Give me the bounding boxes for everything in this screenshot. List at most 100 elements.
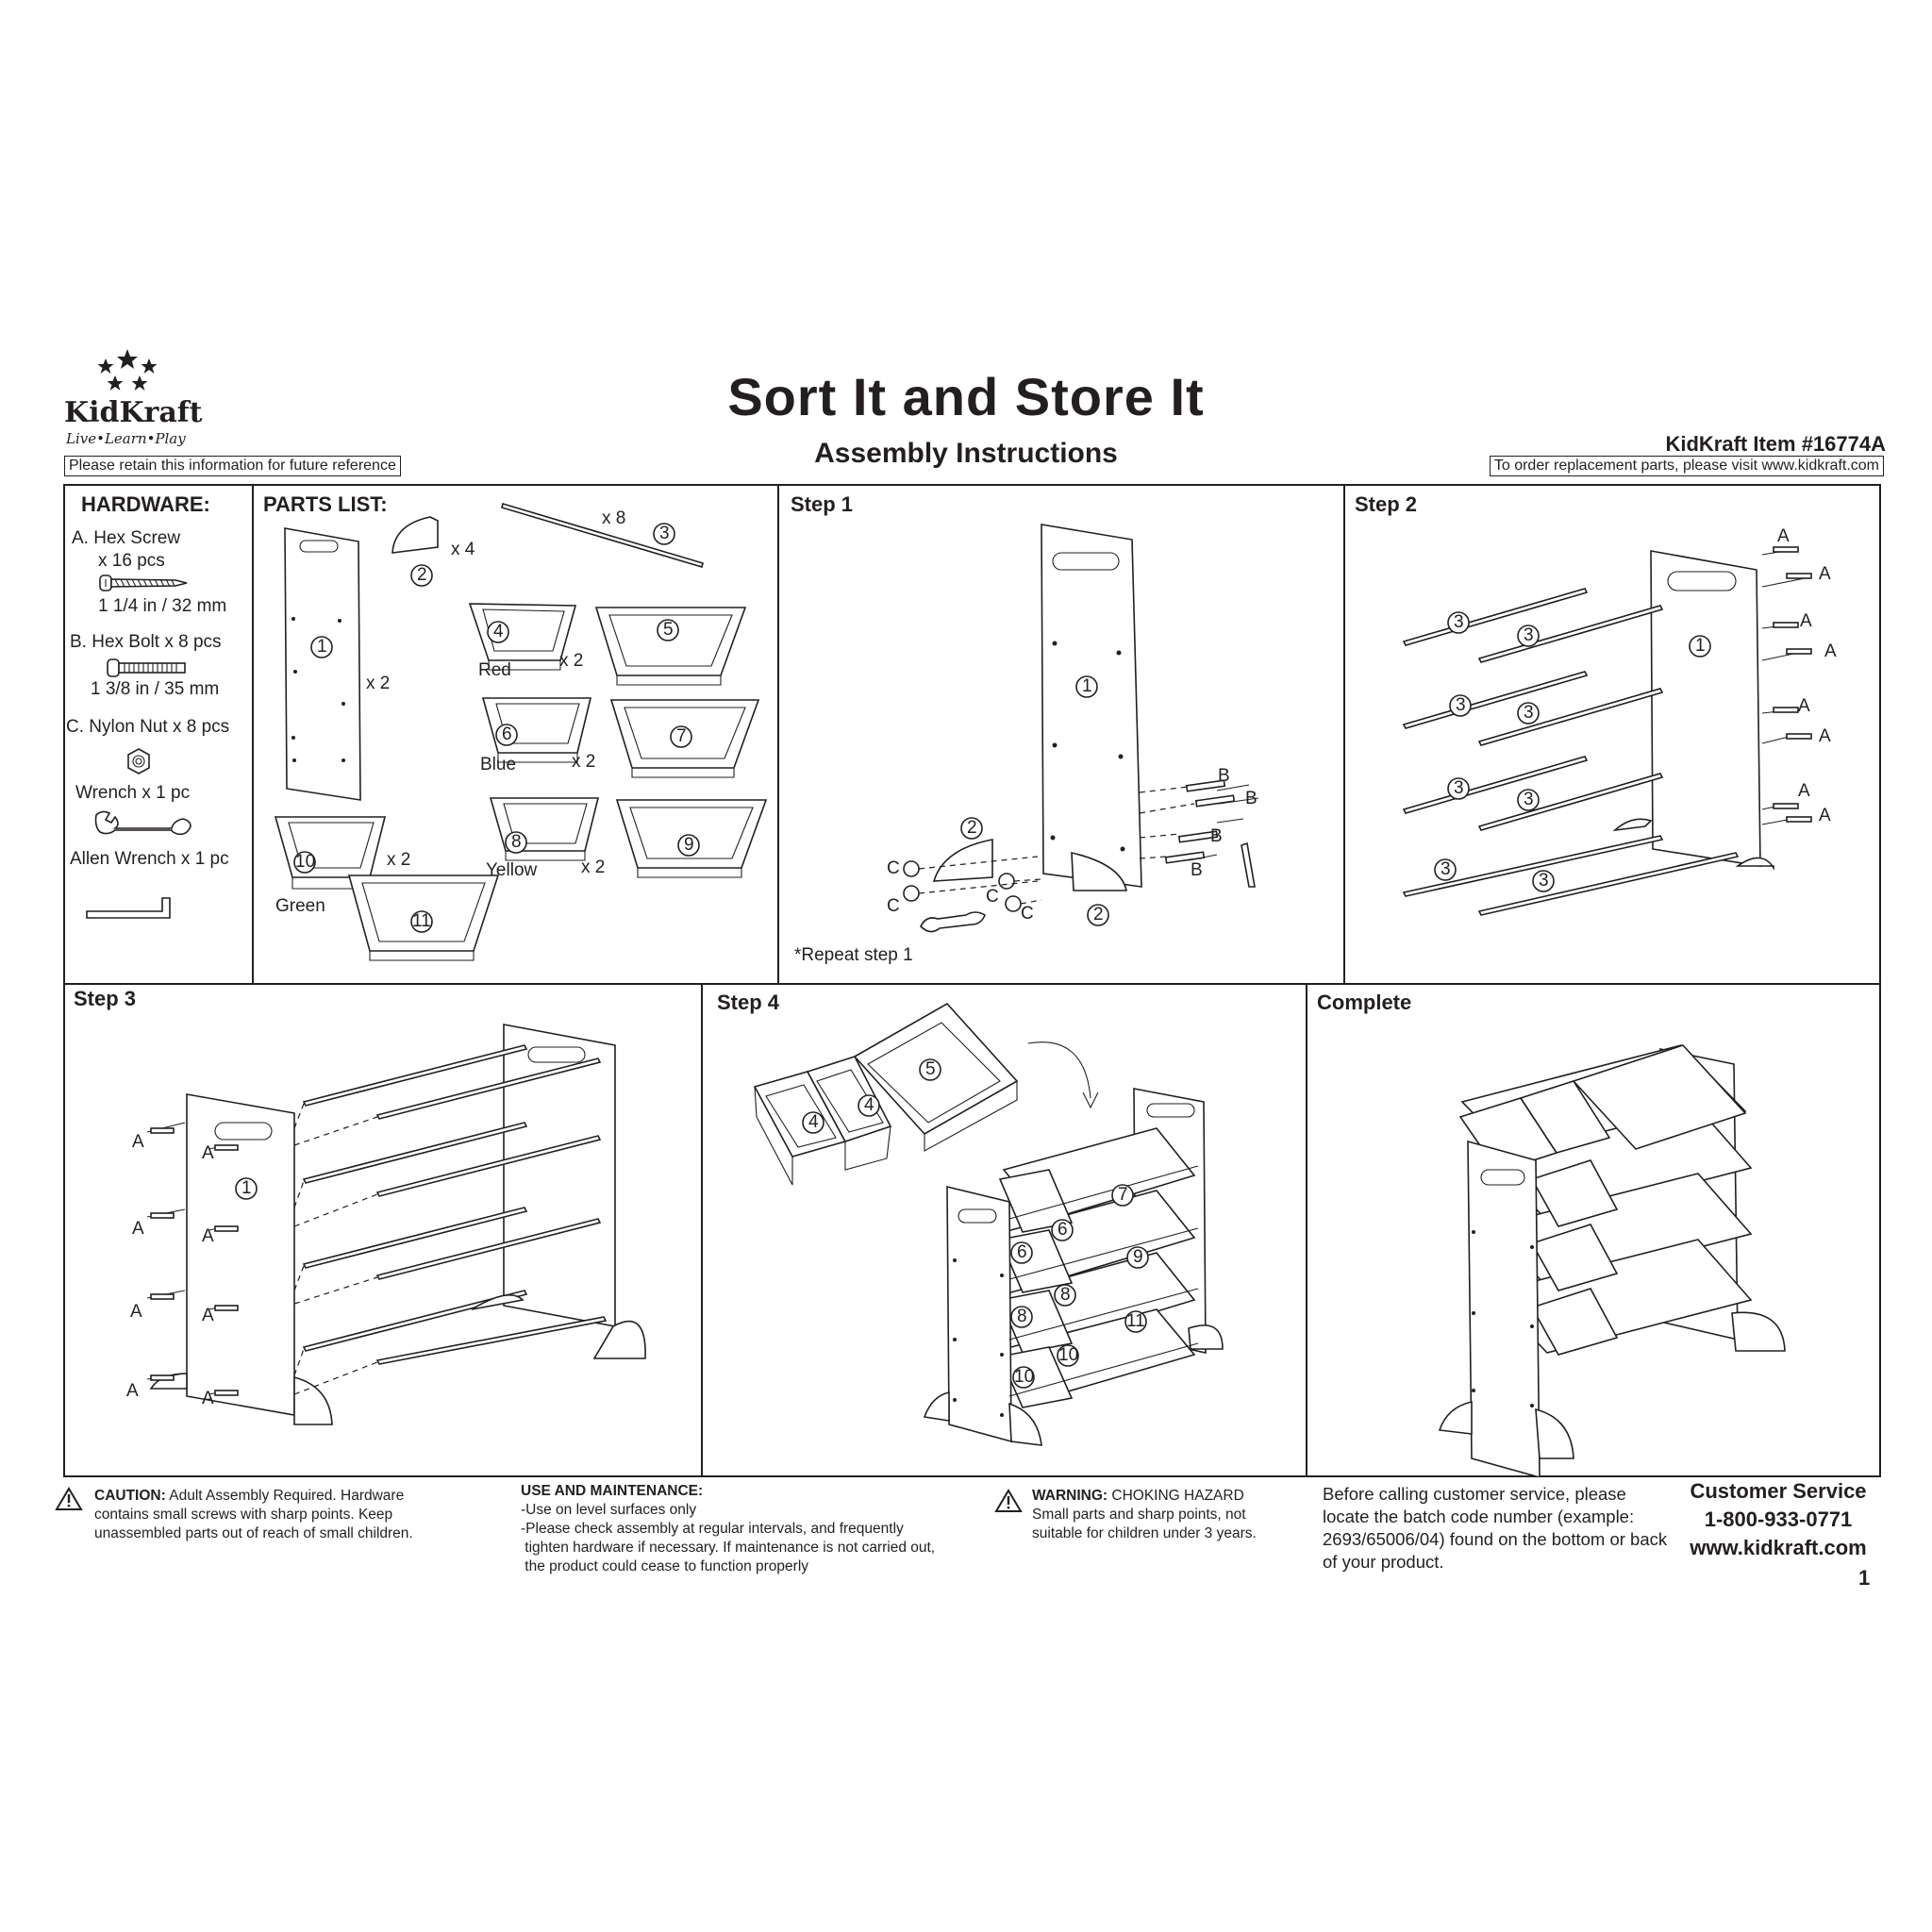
side-panel-part — [284, 527, 361, 801]
step3-a7: A — [126, 1381, 139, 1401]
item-number: KidKraft Item #16774A — [1665, 432, 1886, 456]
qty-panel: x 2 — [366, 674, 391, 693]
step2-panel: 1 — [1695, 636, 1706, 656]
step-2-heading: Step 2 — [1355, 492, 1418, 516]
step4-bin-5: 5 — [925, 1059, 936, 1079]
step2-rod-5: 3 — [1454, 778, 1464, 798]
bin-5-part — [594, 607, 747, 686]
step4-bin-6a: 6 — [1058, 1220, 1068, 1240]
step2-a1: A — [1777, 526, 1790, 546]
warning-body: Small parts and sharp points, not suitab… — [1032, 1507, 1257, 1541]
step3-a6: A — [202, 1306, 214, 1325]
step3-a4: A — [202, 1226, 214, 1246]
step1-b3: B — [1210, 826, 1223, 846]
part-number-11: 11 — [412, 911, 431, 931]
use-maintenance: USE AND MAINTENANCE: -Use on level surfa… — [521, 1482, 992, 1576]
floating-bins — [753, 1002, 1019, 1186]
page-subtitle: Assembly Instructions — [814, 438, 1118, 469]
hex-screw-size: 1 1/4 in / 32 mm — [98, 596, 227, 616]
allen-wrench-icon — [86, 897, 171, 919]
step-2-drawing — [1402, 546, 1812, 916]
step4-bin-8a: 8 — [1060, 1285, 1071, 1305]
hex-bolt-name: B. Hex Bolt x 8 pcs — [70, 632, 222, 652]
caution-body: Adult Assembly Required. Hardware contai… — [94, 1488, 413, 1541]
part-number-9: 9 — [684, 835, 694, 855]
step3-a1: A — [132, 1132, 144, 1152]
step2-a7: A — [1798, 781, 1810, 801]
step-4-heading: Step 4 — [717, 991, 780, 1014]
qty-blue: x 2 — [572, 752, 596, 772]
step1-c4: C — [1021, 904, 1034, 924]
step1-c1: C — [887, 858, 900, 878]
step4-bin-7: 7 — [1118, 1185, 1128, 1205]
bin-9-part — [615, 799, 768, 878]
step2-rod-6: 3 — [1524, 790, 1534, 809]
parts-heading: PARTS LIST: — [263, 492, 388, 516]
caution-text: CAUTION: Adult Assembly Required. Hardwa… — [94, 1487, 443, 1543]
step4-bin-4a: 4 — [808, 1112, 819, 1132]
logo-tagline: Live•Learn•Play — [66, 430, 186, 447]
customer-service-block: Customer Service 1-800-933-0771 www.kidk… — [1679, 1477, 1877, 1562]
step-1-repeat-note: *Repeat step 1 — [794, 945, 913, 965]
step-1-drawing — [903, 524, 1259, 933]
step2-rod-4: 3 — [1524, 703, 1534, 723]
step-3-drawing — [146, 1024, 646, 1425]
bin-8-part — [489, 797, 600, 861]
step-1-heading: Step 1 — [791, 492, 854, 516]
step3-a3: A — [132, 1219, 144, 1239]
step4-bin-6b: 6 — [1017, 1242, 1027, 1262]
use-line-3: tighten hardware if necessary. If mainte… — [521, 1540, 936, 1556]
step2-a6: A — [1819, 726, 1831, 746]
step2-rod-8: 3 — [1539, 871, 1549, 891]
step1-label-1: 1 — [1082, 676, 1092, 696]
step4-bin-10b: 10 — [1014, 1367, 1035, 1387]
qty-green: x 2 — [387, 850, 411, 870]
part-number-4: 4 — [493, 622, 504, 641]
color-blue: Blue — [480, 755, 517, 774]
complete-drawing — [1438, 1044, 1786, 1476]
step3-a2: A — [202, 1143, 214, 1163]
page-title: Sort It and Store It — [727, 367, 1205, 426]
color-red: Red — [478, 660, 511, 680]
part-number-7: 7 — [676, 726, 687, 746]
qty-red: x 2 — [559, 651, 584, 671]
step1-b1: B — [1218, 766, 1230, 786]
color-green: Green — [275, 896, 325, 916]
warning-label: WARNING: — [1032, 1488, 1108, 1504]
wrench-name: Wrench x 1 pc — [75, 783, 191, 803]
customer-service-phone: 1-800-933-0771 — [1704, 1507, 1853, 1531]
step1-label-2a: 2 — [967, 818, 977, 838]
retain-note: Please retain this information for futur… — [64, 456, 401, 476]
step-3-heading: Step 3 — [74, 987, 137, 1010]
step1-label-2b: 2 — [1093, 905, 1104, 924]
hex-screw-qty: x 16 pcs — [98, 551, 165, 571]
qty-rod: x 8 — [602, 508, 626, 528]
step1-c2: C — [887, 896, 900, 916]
allen-wrench-name: Allen Wrench x 1 pc — [70, 849, 229, 869]
nylon-nut-icon — [127, 748, 150, 774]
step2-a8: A — [1819, 806, 1831, 825]
warning-title: CHOKING HAZARD — [1111, 1488, 1244, 1504]
qty-yellow: x 2 — [581, 858, 606, 877]
step2-a2: A — [1819, 564, 1831, 584]
kidkraft-stars-logo-icon — [97, 349, 158, 391]
use-line-4: the product could cease to function prop… — [521, 1558, 809, 1574]
part-number-2: 2 — [417, 565, 427, 585]
bolt-b-group — [1164, 779, 1259, 864]
warning-triangle-icon — [994, 1489, 1023, 1512]
hardware-heading: HARDWARE: — [81, 492, 210, 516]
step-4-drawing — [753, 1002, 1224, 1446]
step2-rod-3: 3 — [1456, 695, 1466, 715]
qty-bracket: x 4 — [451, 540, 475, 559]
nylon-nut-name: C. Nylon Nut x 8 pcs — [66, 717, 230, 737]
step4-bin-10a: 10 — [1058, 1345, 1079, 1365]
caution-triangle-icon — [55, 1487, 83, 1510]
step1-b4: B — [1191, 860, 1203, 880]
step4-bin-11: 11 — [1126, 1311, 1145, 1331]
part-number-3: 3 — [659, 524, 670, 543]
logo-name: KidKraft — [64, 396, 203, 429]
complete-heading: Complete — [1317, 991, 1412, 1014]
part-number-5: 5 — [663, 620, 674, 640]
step4-bin-8b: 8 — [1017, 1307, 1027, 1326]
